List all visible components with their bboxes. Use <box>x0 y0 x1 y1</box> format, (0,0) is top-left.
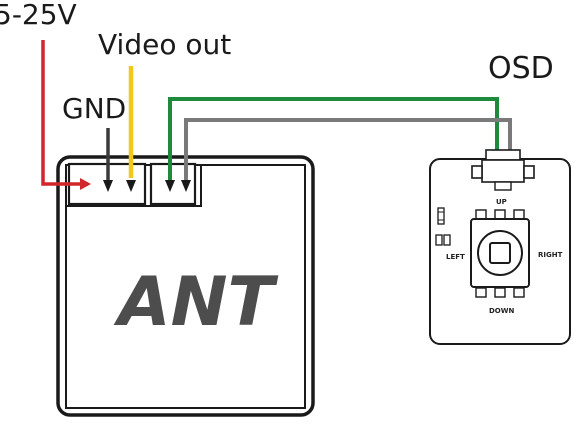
osd-plug-body <box>481 159 525 183</box>
osd-plug-tail <box>494 181 512 191</box>
osd-label: OSD <box>488 51 554 86</box>
video-wire <box>126 66 136 192</box>
osd-cap-left <box>435 234 443 246</box>
osd-up-label: UP <box>496 198 507 206</box>
osd-gray-wire <box>184 118 512 180</box>
osd-right-label: RIGHT <box>538 251 563 259</box>
osd-pin-1-arrow <box>165 180 175 192</box>
power-wire-line <box>41 40 82 186</box>
osd-pad-top-2 <box>494 209 506 220</box>
osd-pad-bottom-3 <box>513 287 525 298</box>
osd-pad-bottom-2 <box>494 287 506 298</box>
power-wire-arrow <box>80 178 91 190</box>
osd-pad-top-3 <box>513 209 525 220</box>
joystick-center <box>489 242 511 264</box>
osd-pad-top-1 <box>475 209 487 220</box>
osd-left-label: LEFT <box>446 253 465 261</box>
osd-green-wire <box>168 97 499 180</box>
video-pin-arrow <box>126 180 136 192</box>
osd-plug-tab-right <box>523 165 535 179</box>
osd-resistor <box>437 207 445 225</box>
connector-bay-outline <box>66 165 202 207</box>
power-voltage-label: 5-25V <box>0 0 77 31</box>
camera-inner-outline <box>65 164 306 409</box>
gnd-pin-arrow <box>103 180 113 192</box>
gnd-label: GND <box>62 92 126 125</box>
osd-pin-2-arrow <box>181 180 191 192</box>
osd-joystick <box>470 218 530 288</box>
osd-down-label: DOWN <box>489 307 514 315</box>
video-out-label: Video out <box>98 28 231 61</box>
gnd-wire <box>103 128 113 192</box>
osd-top-connector <box>471 149 535 191</box>
camera-module: ANT <box>56 155 315 417</box>
osd-wires <box>165 97 512 192</box>
osd-plug-tab-left <box>471 165 483 179</box>
osd-cap-right <box>443 234 451 246</box>
osd-pad-bottom-1 <box>475 287 487 298</box>
osd-board: UP DOWN LEFT RIGHT <box>429 149 571 345</box>
camera-brand-logo: ANT <box>113 263 279 342</box>
osd-plug-head <box>485 149 521 161</box>
power-wire <box>41 40 91 190</box>
